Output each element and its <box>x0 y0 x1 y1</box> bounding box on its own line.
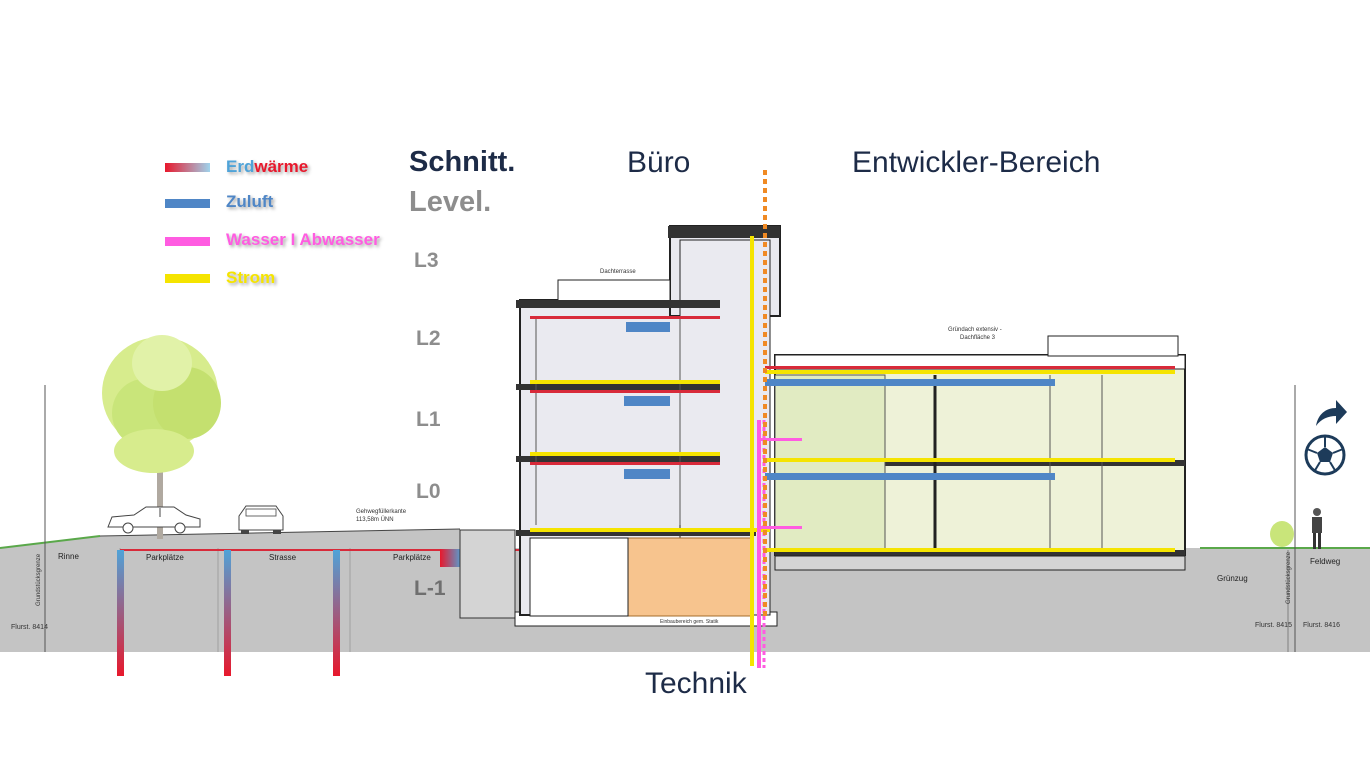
site-label-rinne: Rinne <box>58 552 79 561</box>
site-label-flurst-right: Flurst. 8416 <box>1303 622 1340 629</box>
legend-swatch-erdwaerme <box>165 163 210 172</box>
heading-level: Level. <box>409 186 492 218</box>
zuluft-duct-office-l0 <box>624 469 670 479</box>
erdwaerme-line-l1 <box>530 390 720 393</box>
heading-technik: Technik <box>645 667 747 700</box>
wasser-branch-2 <box>757 526 802 529</box>
geothermal-probe-2 <box>224 550 231 676</box>
level-label-l-1: L-1 <box>414 577 446 600</box>
strom-riser <box>750 236 754 666</box>
legend-label-zuluft: Zuluft <box>226 192 274 211</box>
level-label-l1: L1 <box>416 408 441 431</box>
strom-line-office-l1 <box>530 452 720 456</box>
site-label-feldweg: Feldweg <box>1310 557 1341 566</box>
legend-swatch-strom <box>165 274 210 283</box>
tree-icon <box>102 335 221 539</box>
person-icon <box>1312 508 1322 549</box>
rooftop-terrace <box>557 279 671 303</box>
zuluft-duct-office-l2 <box>626 322 670 332</box>
zuluft-duct-dev-mid <box>765 473 1055 480</box>
level-label-l3: L3 <box>414 249 439 272</box>
legend-label-waerme: wärme <box>254 157 309 176</box>
office-slab-l3 <box>516 300 720 308</box>
office-slab-l2 <box>516 384 720 390</box>
developer-roof-upstand <box>1047 335 1179 357</box>
geothermal-manifold <box>440 549 462 567</box>
strom-line-dev-top <box>765 370 1175 374</box>
technik-room <box>627 537 753 617</box>
office-slab-l0 <box>516 530 756 536</box>
site-label-technik-floor: Einbaubereich gem. Statik <box>660 619 719 625</box>
level-label-l0: L0 <box>416 480 441 503</box>
football-icon[interactable] <box>1304 434 1346 476</box>
terrain-left <box>0 529 460 548</box>
legend-label-erd: Erd <box>226 157 255 176</box>
level-label-l2: L2 <box>416 327 441 350</box>
site-label-grundstueck-right: Grundstücksgrenze <box>1286 551 1292 604</box>
heading-schnitt: Schnitt. <box>409 146 516 178</box>
developer-core <box>774 374 886 551</box>
heading-entwickler: Entwickler-Bereich <box>852 146 1101 179</box>
site-label-parkplaetze-2: Parkplätze <box>393 553 431 562</box>
site-label-dachterrasse: Dachterrasse <box>600 269 636 275</box>
erdwaerme-line-l0 <box>530 462 720 465</box>
wasser-riser <box>757 420 761 668</box>
developer-slab-mid <box>775 460 1185 466</box>
geothermal-probe-1 <box>117 550 124 676</box>
site-label-parkplaetze-1: Parkplätze <box>146 553 184 562</box>
site-label-grundstueck-left: Grundstücksgrenze <box>36 553 42 606</box>
site-label-flurst-left: Flurst. 8414 <box>11 624 48 631</box>
basement-wall-left <box>459 529 516 619</box>
zuluft-duct-dev-top <box>765 379 1055 386</box>
zuluft-duct-office-l1 <box>624 396 670 406</box>
legend-label-strom: Strom <box>226 268 276 287</box>
erdwaerme-line-l2 <box>530 316 720 319</box>
strom-line-office-l2 <box>530 380 720 384</box>
erdwaerme-line-dev <box>765 366 1175 369</box>
legend-label-wasser: Wasser I Abwasser <box>226 230 380 249</box>
site-label-gruendach-2: Dachfläche 3 <box>960 335 996 341</box>
strom-line-dev-mid <box>765 458 1175 462</box>
site-label-flurst-mid: Flurst. 8415 <box>1255 622 1292 629</box>
site-label-gruenzug: Grünzug <box>1217 574 1248 583</box>
geothermal-probe-3 <box>333 550 340 676</box>
developer-slab-low <box>775 550 1185 556</box>
site-label-gehweg-1: Gehwegfüllerkante <box>356 509 407 515</box>
lobby-room <box>529 537 629 617</box>
legend-swatch-wasser <box>165 237 210 246</box>
share-arrow-icon[interactable] <box>1312 398 1348 428</box>
grass-left <box>0 535 101 549</box>
strom-line-office-l0 <box>530 528 770 532</box>
site-label-gruendach-1: Gründach extensiv - <box>948 327 1002 333</box>
legend-swatch-zuluft <box>165 199 210 208</box>
site-label-gehweg-2: 113,58m ÜNN <box>356 517 394 523</box>
top-slab <box>668 226 780 238</box>
heading-buero: Büro <box>627 146 691 179</box>
developer-plinth <box>774 555 1186 571</box>
strom-line-dev-low <box>765 548 1175 552</box>
legend-label-erdwaerme: Erdwärme <box>226 157 308 177</box>
site-label-strasse: Strasse <box>269 553 297 562</box>
bush-icon <box>1270 521 1294 547</box>
wasser-branch-1 <box>757 438 802 441</box>
office-slab-l1 <box>516 456 720 462</box>
car-icon <box>238 505 284 534</box>
car-icon <box>107 506 201 534</box>
